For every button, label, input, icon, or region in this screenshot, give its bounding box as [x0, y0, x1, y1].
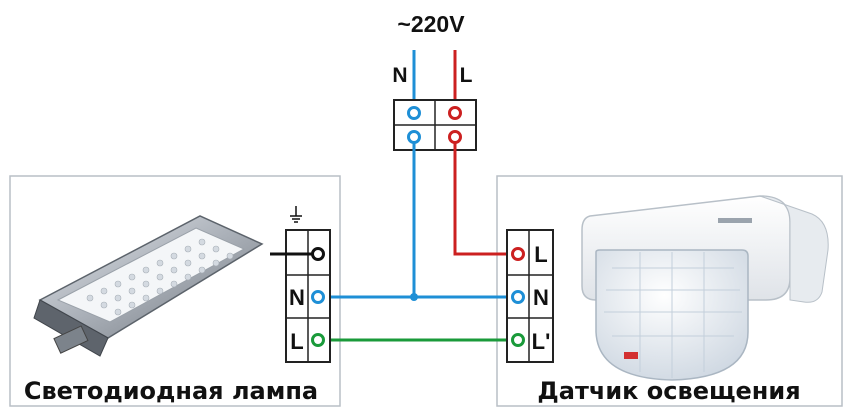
supply-line-label: L — [460, 64, 473, 87]
sensor-terminal-lprime-label: L' — [532, 329, 551, 354]
lamp-n-terminal — [311, 290, 325, 304]
sensor-terminal-l-label: L — [534, 242, 547, 267]
lamp-l-terminal — [311, 333, 325, 347]
supply-neutral-label: N — [392, 64, 407, 87]
sensor-lprime-terminal — [511, 333, 525, 347]
neutral-junction-dot — [410, 293, 418, 301]
lamp-caption: Светодиодная лампа — [24, 377, 318, 405]
led-street-lamp-icon — [33, 215, 264, 357]
junction-terminal-block — [393, 99, 477, 151]
lamp-terminal-n-label: N — [289, 285, 305, 310]
supply-voltage-label: ~220V — [397, 11, 465, 37]
junction-l-bottom-terminal — [448, 130, 462, 144]
lamp-ground-terminal — [311, 247, 325, 261]
ground-icon — [290, 206, 302, 223]
sensor-terminal-n-label: N — [533, 285, 549, 310]
junction-l-top-terminal — [448, 106, 462, 120]
sensor-caption: Датчик освещения — [537, 377, 800, 405]
light-sensor-icon — [581, 195, 829, 381]
sensor-l-terminal — [511, 247, 525, 261]
sensor-n-terminal — [511, 290, 525, 304]
line-to-sensor-wire — [453, 137, 518, 256]
junction-n-top-terminal — [407, 106, 421, 120]
lamp-terminal-l-label: L — [290, 329, 303, 354]
junction-n-bottom-terminal — [407, 130, 421, 144]
